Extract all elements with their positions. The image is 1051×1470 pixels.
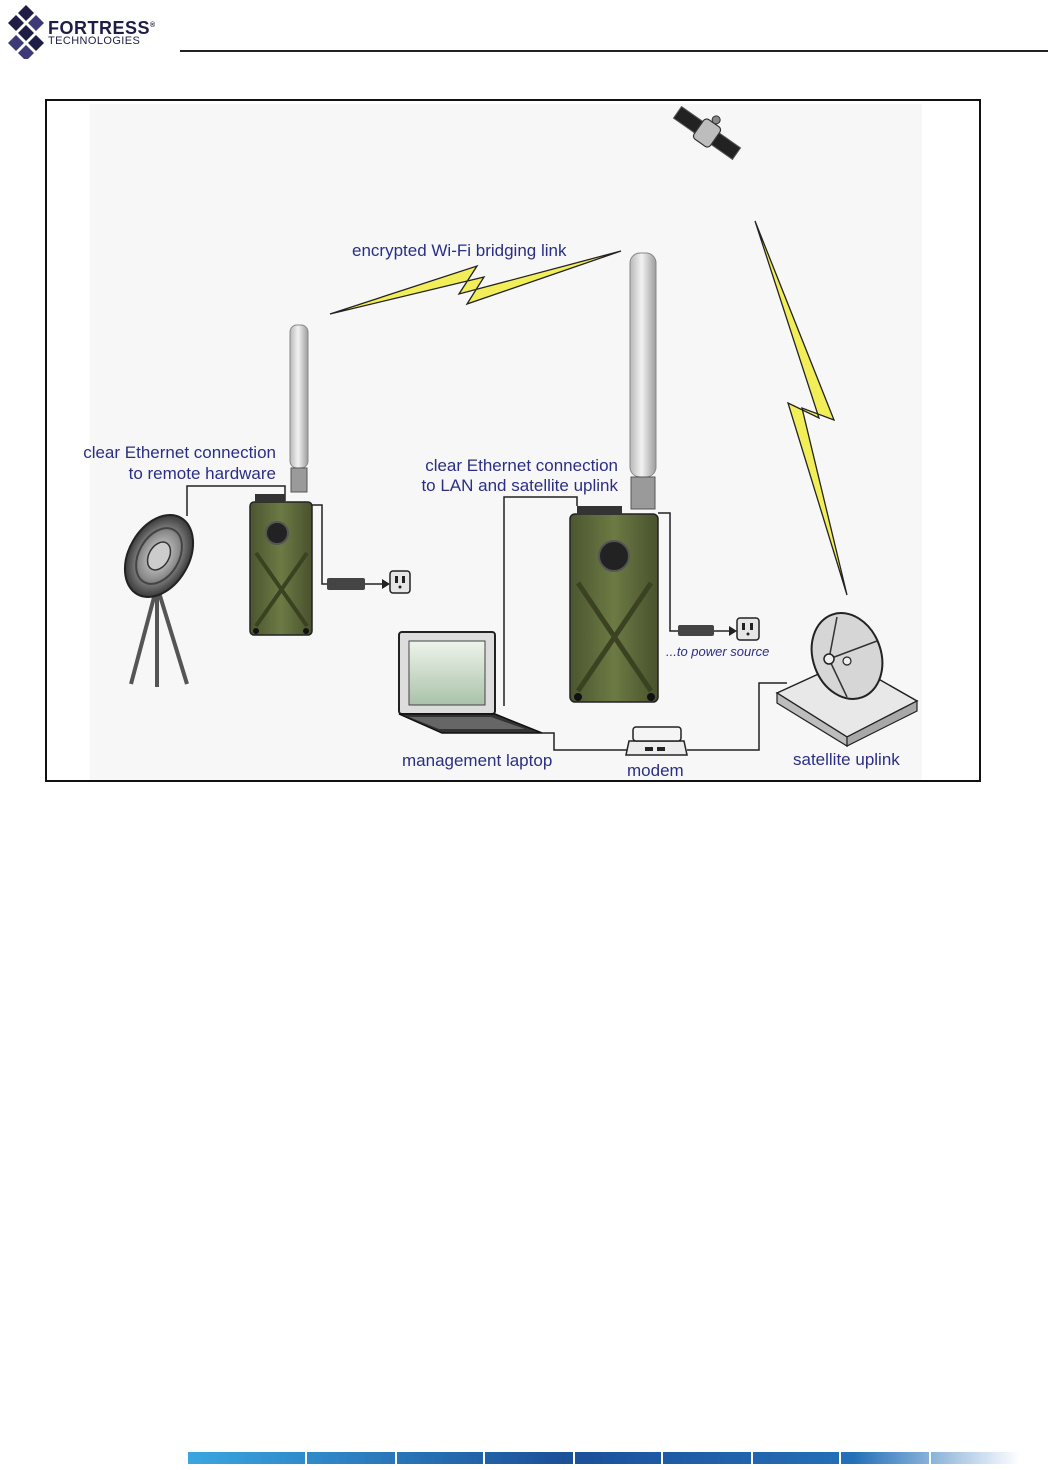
diagram-background: [90, 104, 922, 780]
modem-label: modem: [627, 761, 684, 780]
power-source-label: ...to power source: [666, 644, 769, 659]
lan-eth-label-line1: clear Ethernet connection: [425, 456, 618, 475]
network-diagram: encrypted Wi-Fi bridging link clear Ethe…: [45, 99, 981, 782]
remote-eth-label-line1: clear Ethernet connection: [83, 443, 276, 462]
diagram-canvas: encrypted Wi-Fi bridging link clear Ethe…: [47, 101, 983, 784]
remote-eth-label-line2: to remote hardware: [129, 464, 276, 483]
lan-eth-label-line2: to LAN and satellite uplink: [421, 476, 618, 495]
left-power-outlet-icon: [390, 571, 410, 593]
brand-subtitle: TECHNOLOGIES: [48, 35, 140, 47]
modem-icon: [626, 727, 687, 755]
satellite-uplink-label: satellite uplink: [793, 750, 900, 769]
right-power-brick-icon: [678, 625, 714, 636]
footer-decorative-bar: [188, 1450, 1020, 1466]
laptop-label: management laptop: [402, 751, 552, 770]
left-power-brick-icon: [327, 578, 365, 590]
page-header: FORTRESS® TECHNOLOGIES: [0, 0, 1051, 60]
right-power-outlet-icon: [737, 618, 759, 640]
header-divider: [180, 50, 1048, 52]
wifi-link-label: encrypted Wi-Fi bridging link: [352, 241, 567, 260]
fortress-logo-icon: [4, 3, 48, 59]
